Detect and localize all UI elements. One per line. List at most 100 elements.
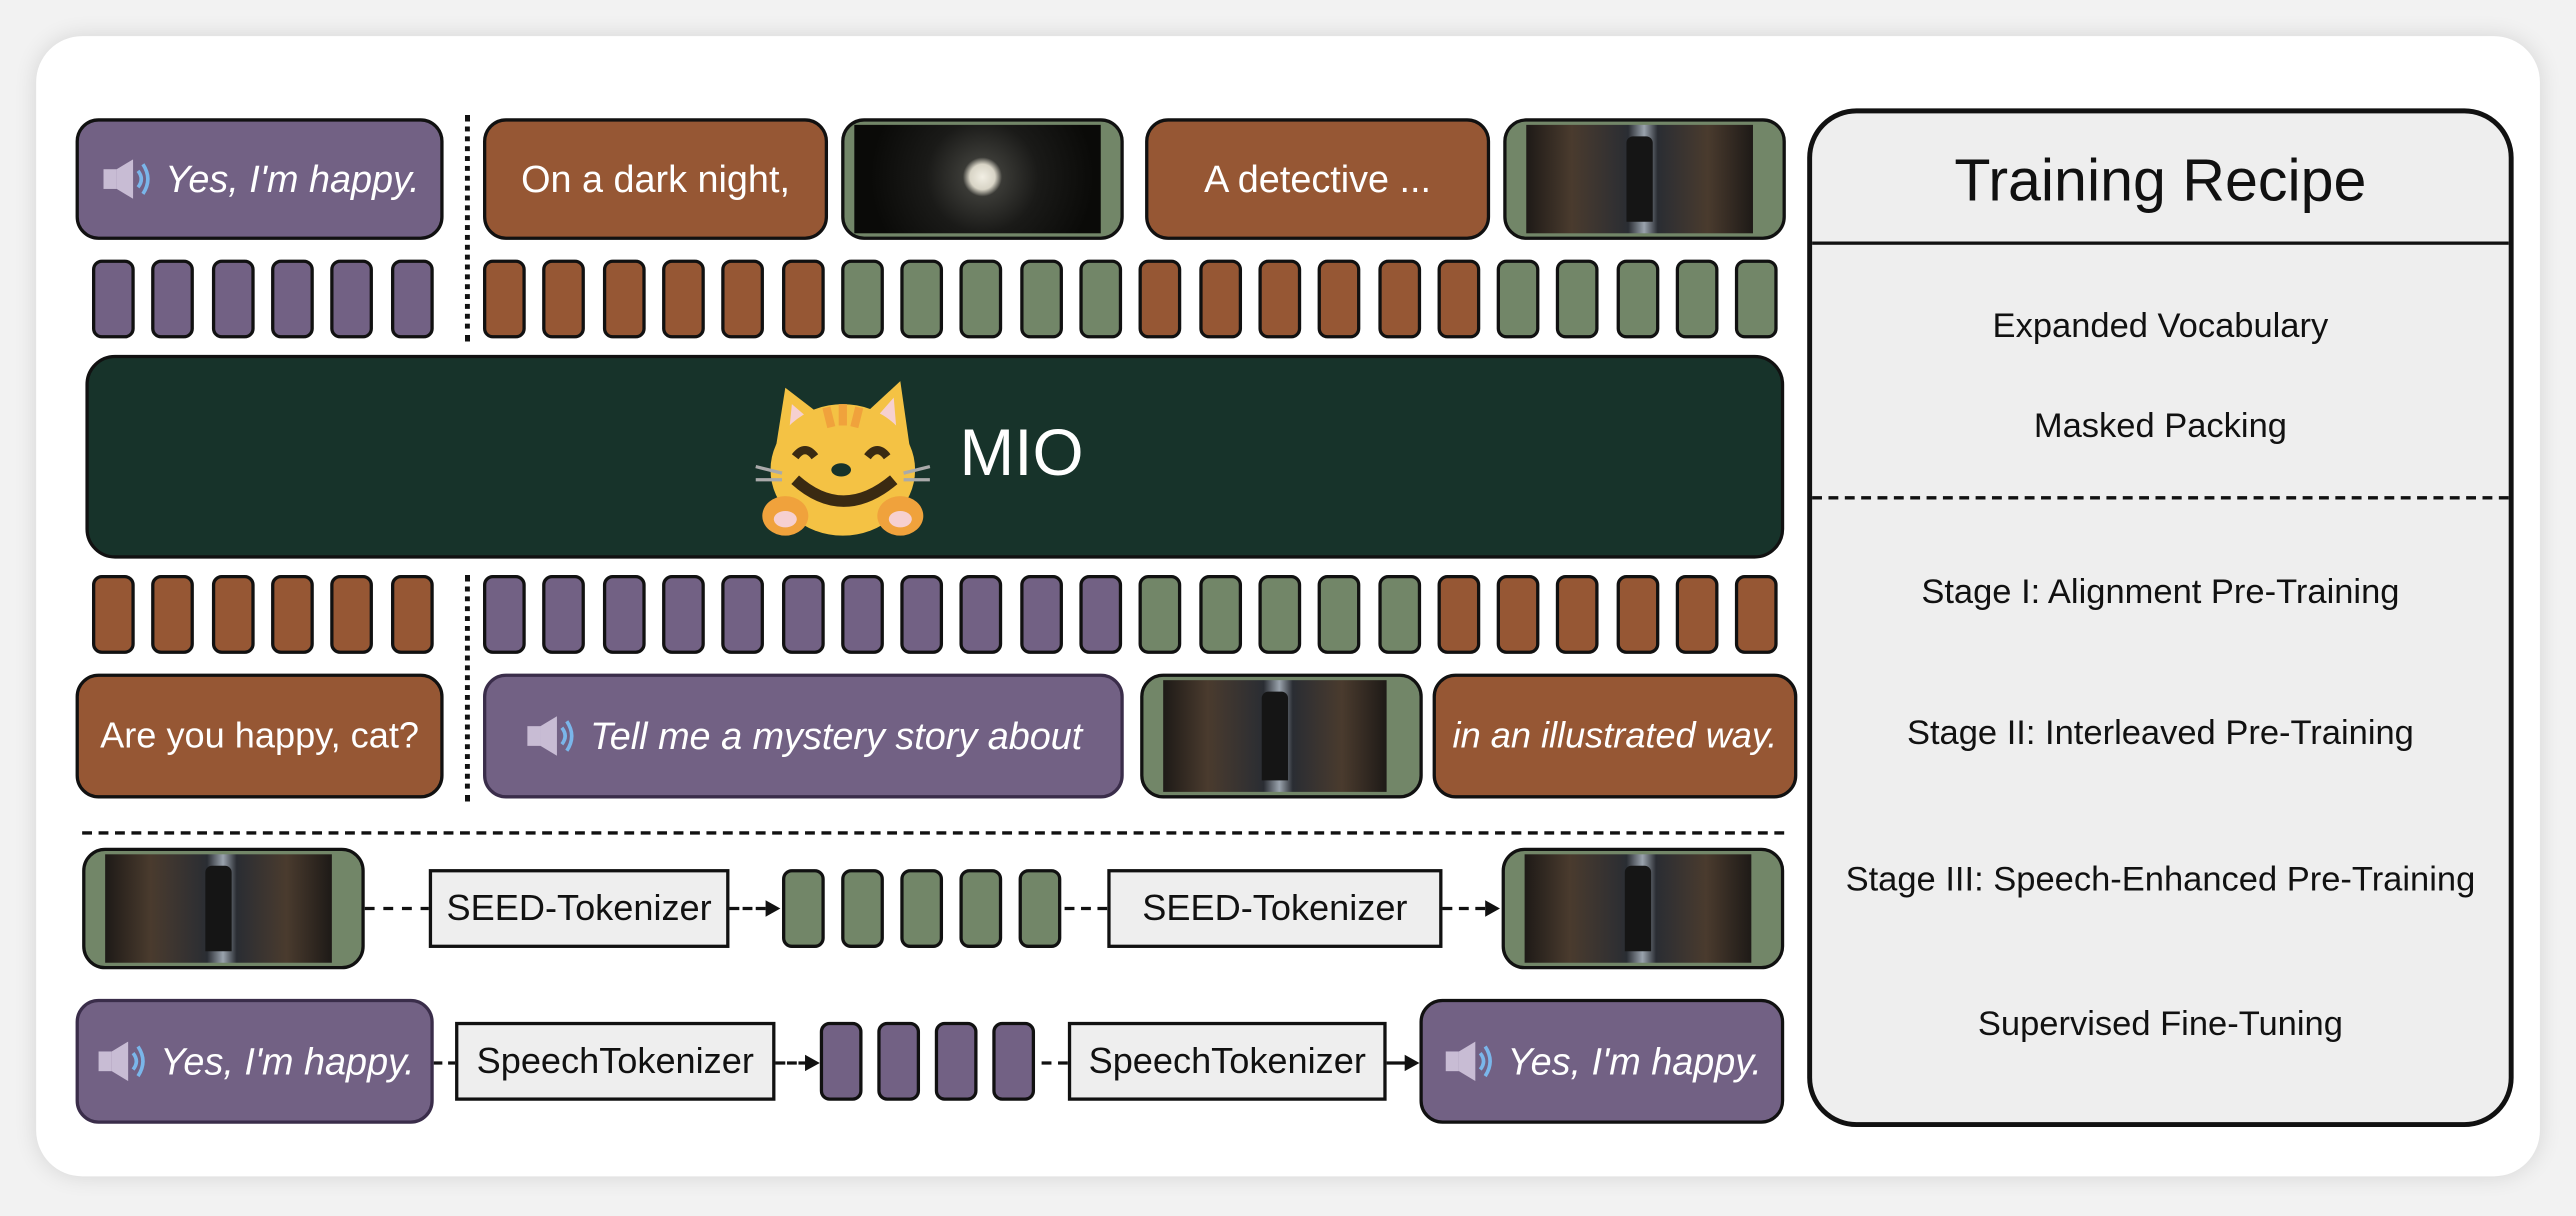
recipe-stage-2: Stage II: Interleaved Pre-Training	[1906, 714, 2414, 753]
recipe-title-divider	[1812, 241, 2509, 245]
text-token	[390, 575, 433, 654]
image-token	[1675, 259, 1719, 339]
seed-tokenizer-decoder-label: SEED-Tokenizer	[1142, 887, 1408, 929]
speech-token	[92, 259, 135, 339]
text-token	[270, 575, 314, 654]
arrowhead-icon	[805, 1054, 820, 1072]
speech-token	[900, 575, 944, 654]
image-token	[1258, 575, 1301, 654]
speech-tokenizer-encoder-label: SpeechTokenizer	[476, 1039, 754, 1082]
text-token	[330, 575, 374, 654]
recipe-section-divider	[1812, 496, 2509, 500]
image-token	[1496, 259, 1540, 339]
speech-pipeline-input: Yes, I'm happy.	[75, 998, 434, 1124]
recipe-stage-4: Supervised Fine-Tuning	[1977, 1005, 2343, 1044]
image-token	[960, 259, 1003, 339]
text-token	[1377, 259, 1421, 339]
speech-pipeline-output-label: Yes, I'm happy.	[1507, 1039, 1762, 1082]
speech-token	[960, 575, 1003, 654]
speech-token	[934, 1021, 978, 1101]
speech-token	[602, 575, 645, 654]
image-token	[841, 869, 884, 948]
text-token	[1496, 575, 1540, 654]
input-speech-segment: Tell me a mystery story about	[483, 673, 1124, 799]
speech-token	[1019, 575, 1063, 654]
seed-tokenizer-encoder-label: SEED-Tokenizer	[446, 887, 712, 929]
recipe-stage-1: Stage I: Alignment Pre-Training	[1921, 573, 2400, 612]
speech-token	[840, 575, 884, 654]
text-token	[1556, 575, 1600, 654]
speech-token	[661, 575, 705, 654]
output-speech-label: Yes, I'm happy.	[165, 156, 420, 200]
text-token	[1317, 259, 1361, 339]
text-token	[721, 259, 765, 339]
speech-token	[721, 575, 765, 654]
dashed-arrow	[1442, 906, 1486, 911]
speaker-icon	[524, 713, 580, 759]
recipe-title: Training Recipe	[1954, 146, 2367, 214]
detective-photo	[1163, 680, 1387, 792]
input-speech-label: Tell me a mystery story about	[590, 713, 1083, 757]
smiling-cat-icon	[752, 371, 933, 542]
text-token	[1437, 259, 1480, 339]
image-token	[900, 869, 944, 948]
pipeline-output-image	[1501, 847, 1785, 970]
text-token	[661, 259, 705, 339]
speech-token	[151, 259, 195, 339]
recipe-stage-3: Stage III: Speech-Enhanced Pre-Training	[1845, 860, 2476, 899]
speech-pipeline-output: Yes, I'm happy.	[1419, 998, 1785, 1124]
dashed-arrow	[775, 1061, 809, 1065]
recipe-technique-1: Expanded Vocabulary	[1992, 307, 2329, 346]
image-token	[840, 259, 884, 339]
text-token	[1258, 259, 1301, 339]
seed-tokenizer-decoder: SEED-Tokenizer	[1107, 869, 1443, 948]
text-token	[542, 259, 586, 339]
recipe-technique-2: Masked Packing	[2033, 407, 2287, 446]
image-token	[1019, 259, 1063, 339]
input-text-label-1: Are you happy, cat?	[100, 714, 419, 756]
speech-token	[781, 575, 824, 654]
text-token	[781, 259, 824, 339]
image-token	[1139, 575, 1182, 654]
seed-tokenizer-encoder: SEED-Tokenizer	[428, 869, 730, 948]
speaker-icon	[95, 1038, 151, 1084]
arrowhead-icon	[765, 900, 781, 917]
image-token	[1377, 575, 1421, 654]
mio-model-block: MIO	[85, 354, 1785, 559]
image-token	[1079, 259, 1123, 339]
speech-token	[330, 259, 374, 339]
text-token	[1735, 575, 1779, 654]
speech-token	[211, 259, 254, 339]
dashed-arrow	[1386, 1061, 1407, 1065]
image-token	[959, 869, 1003, 948]
arrowhead-icon	[1404, 1054, 1420, 1072]
speech-tokenizer-decoder-label: SpeechTokenizer	[1088, 1039, 1366, 1082]
text-token	[1437, 575, 1480, 654]
dashed-connector	[1064, 906, 1108, 911]
model-name: MIO	[959, 417, 1084, 490]
image-token	[1616, 259, 1659, 339]
text-token	[151, 575, 195, 654]
speech-token	[270, 259, 314, 339]
detective-alley-image-input	[1140, 673, 1423, 799]
separator-dotted-bottom	[464, 575, 470, 802]
detective-photo	[1526, 124, 1753, 234]
dashed-connector	[364, 906, 431, 911]
speech-token	[877, 1021, 921, 1101]
image-token	[900, 259, 944, 339]
speaker-icon	[1442, 1038, 1498, 1084]
speaker-icon	[100, 156, 156, 202]
section-divider	[82, 831, 1785, 835]
training-recipe-panel: Training Recipe Expanded Vocabulary Mask…	[1807, 108, 2514, 1128]
speech-token	[819, 1021, 863, 1101]
input-text-segment-2: in an illustrated way.	[1432, 673, 1798, 799]
speech-tokenizer-encoder: SpeechTokenizer	[455, 1021, 776, 1101]
speech-token	[1079, 575, 1123, 654]
arrowhead-icon	[1485, 900, 1500, 917]
output-text-label-1: On a dark night,	[521, 156, 790, 200]
text-token	[602, 259, 645, 339]
output-text-segment-1: On a dark night,	[483, 118, 829, 240]
detective-alley-image-top	[1503, 118, 1786, 240]
text-token	[211, 575, 254, 654]
